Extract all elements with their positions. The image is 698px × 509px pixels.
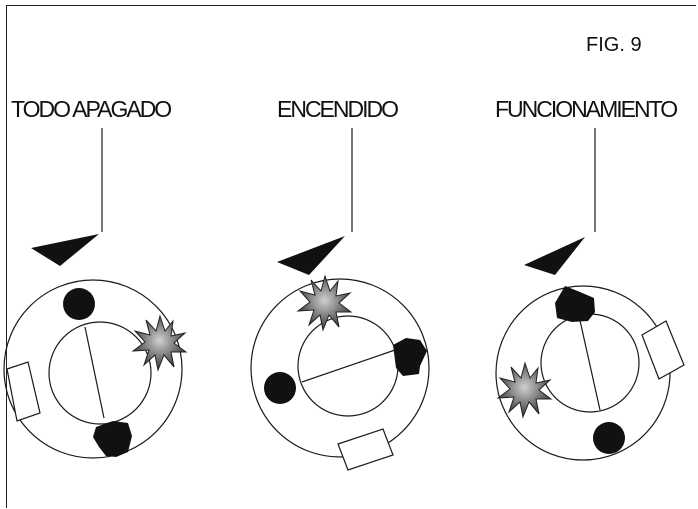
round-marker-icon [63, 288, 95, 320]
spark-star-icon [296, 274, 353, 332]
spark-star-icon [131, 314, 188, 372]
dial-indicator-line [578, 315, 601, 411]
pointer-arrow-icon [524, 237, 585, 275]
state-label-funcionamiento: FUNCIONAMIENTO [495, 96, 678, 122]
pointer-arrow-icon [31, 234, 99, 266]
rect-marker-icon [337, 428, 394, 471]
round-marker-icon [264, 372, 296, 404]
pointer-arrow-icon [277, 236, 345, 275]
figure-frame [6, 5, 696, 508]
rect-marker-icon [6, 361, 41, 422]
state-label-todo-apagado: TODO APAGADO [11, 96, 172, 122]
dial-funcionamiento [495, 128, 685, 461]
dial-encendido [250, 128, 430, 471]
state-label-encendido: ENCENDIDO [277, 96, 399, 122]
blob-marker-icon [555, 286, 595, 322]
dial-indicator-line [301, 349, 396, 383]
blob-marker-icon [93, 421, 132, 457]
outer-dial-ring [250, 278, 430, 458]
spark-star-icon [496, 361, 553, 419]
figure-label: FIG. 9 [586, 34, 642, 56]
outer-dial-ring [3, 279, 183, 459]
round-marker-icon [593, 422, 625, 454]
dial-indicator-line [84, 326, 105, 419]
dial-todo-apagado [3, 128, 188, 459]
blob-marker-icon [393, 338, 427, 376]
inner-dial-ring [48, 321, 152, 425]
rect-marker-icon [641, 320, 685, 380]
